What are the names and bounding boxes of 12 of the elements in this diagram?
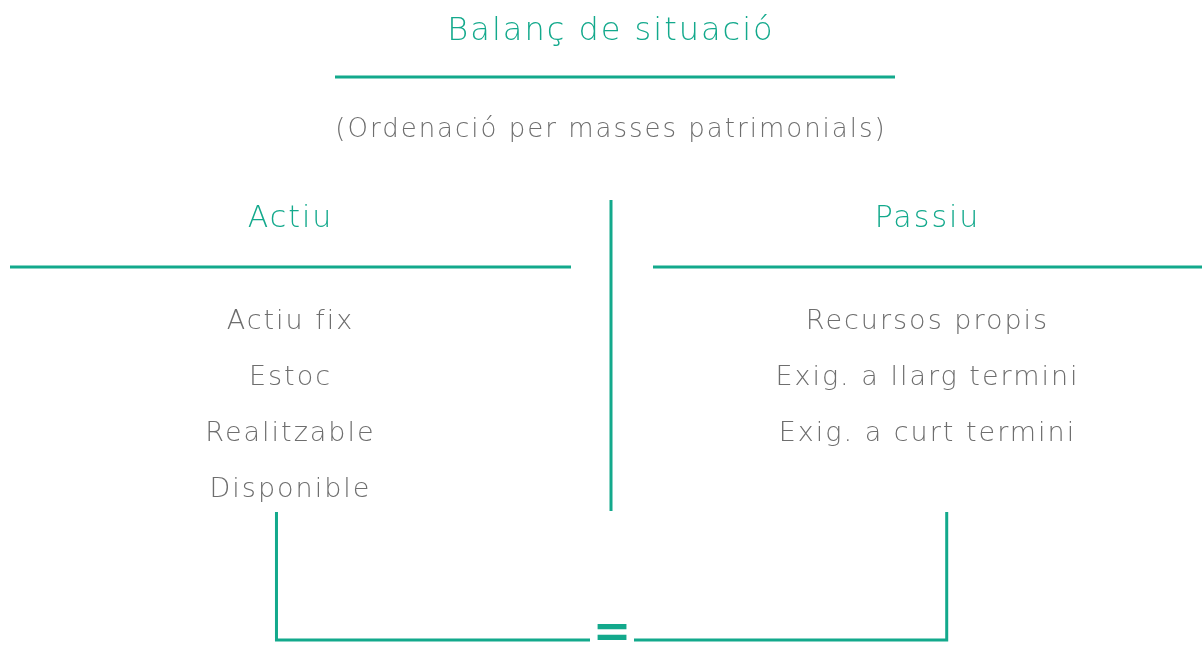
account-item: Disponible bbox=[209, 471, 372, 505]
bracket-connector bbox=[274, 512, 949, 642]
account-item: Estoc bbox=[248, 359, 333, 393]
account-item: Exig. a curt termini bbox=[778, 415, 1077, 449]
column-heading: Actiu bbox=[247, 199, 334, 235]
column-heading: Passiu bbox=[874, 199, 981, 235]
account-item: Realitzable bbox=[205, 415, 376, 449]
account-item: Exig. a llarg termini bbox=[775, 359, 1080, 393]
account-item: Actiu fix bbox=[226, 303, 355, 337]
title: Balanç de situació bbox=[447, 10, 775, 48]
account-item: Recursos propis bbox=[805, 303, 1050, 337]
subtitle: (Ordenació per masses patrimonials) bbox=[335, 113, 887, 143]
